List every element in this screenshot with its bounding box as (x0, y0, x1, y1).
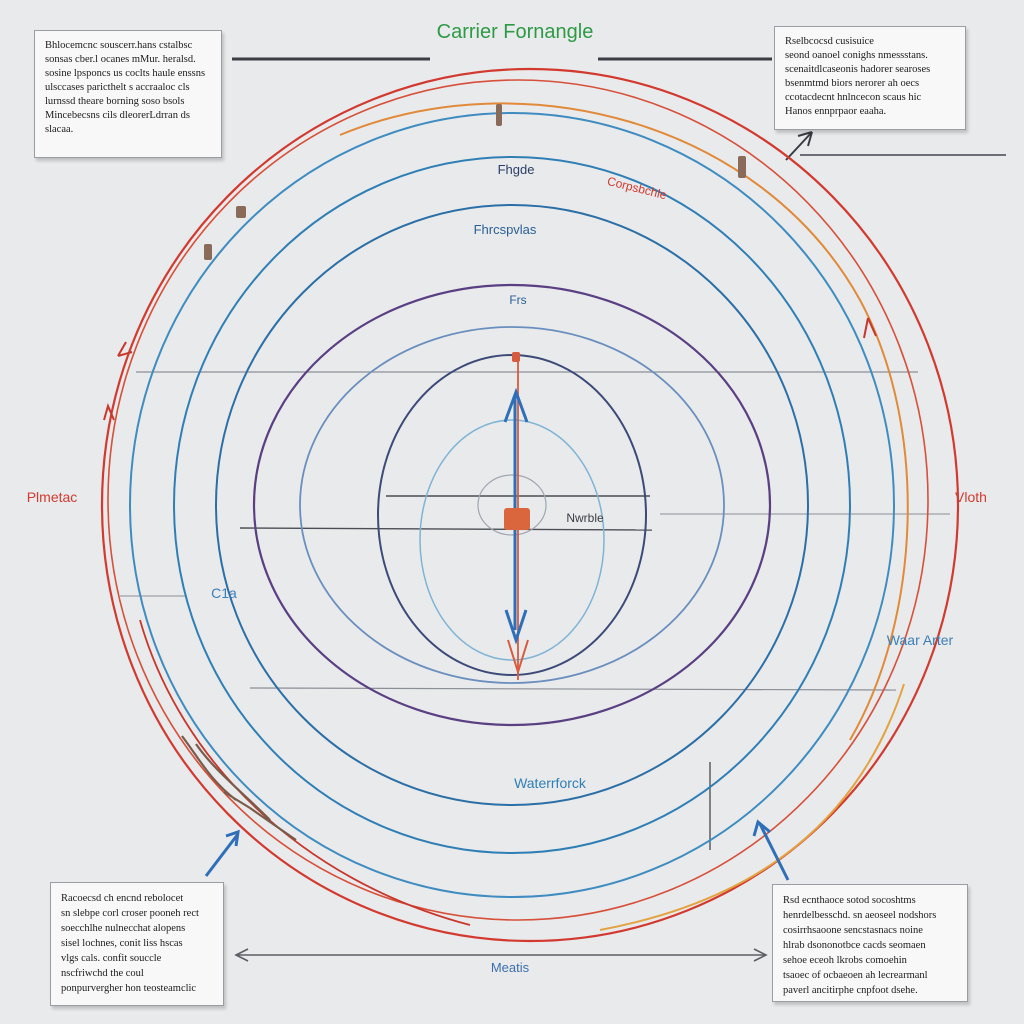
note-line: tsaoec of ocbaeoen ah lecrearmanl (783, 970, 928, 981)
note-top-right: Rselbcocsd cusisuice seond oanoel conigh… (774, 26, 966, 130)
bottom-right-arrowhead (752, 819, 771, 837)
top-right-pointer-arrow (785, 131, 813, 161)
orbit-red-second (107, 79, 929, 921)
note-line: scenaitdlcaseonis hadorer searoses (785, 64, 931, 75)
note-line: hlrab dsononotbce cacds seomaen (783, 940, 926, 951)
lower-left-tangle (181, 735, 297, 841)
note-line: ccotacdecnt hnlncecon scaus hic (785, 92, 922, 103)
note-line: Rsd ecnthaoce sotod socoshtms (783, 895, 916, 906)
note-line: ulsccases paricthelt s accraaloc cls (45, 82, 190, 93)
right-red-arrow (863, 317, 877, 339)
note-line: sisel lochnes, conit liss hscas (61, 938, 183, 949)
note-line: henrdelbesschd. sn aeoseel nodshors (783, 910, 937, 921)
note-line: paverl ancitirphe cnpfoot dsehe. (783, 985, 918, 996)
note-line: cosirrhsaoone sencstasnacs noine (783, 925, 923, 936)
note-line: nscfriwchd the coul (61, 968, 144, 979)
svg-text:Fhrcspvlas: Fhrcspvlas (474, 222, 537, 237)
svg-text:Waterrforck: Waterrforck (514, 775, 587, 791)
orbit-light-inner (419, 419, 605, 661)
left-upper-arrow (117, 341, 133, 357)
central-arrow-down (504, 609, 528, 645)
svg-text:Waar Arter: Waar Arter (887, 632, 954, 648)
label-right-red: Vloth (955, 489, 987, 505)
figure-markers (204, 104, 746, 362)
figure-marker (512, 352, 520, 362)
note-line: lurnssd theare borning soso bsols (45, 96, 185, 107)
note-line: slacaa. (45, 124, 74, 135)
guide-line-lower (239, 527, 653, 531)
label-top-red: Corpsbchle (606, 174, 669, 202)
svg-text:Vloth: Vloth (955, 489, 987, 505)
label-center: Nwrble (566, 511, 604, 525)
figure-marker (738, 156, 746, 178)
label-top-inner: Fhgde (498, 162, 535, 177)
note-line: soecchlhe nulnecchat alopens (61, 923, 186, 934)
label-bottom-blue: Waterrforck (514, 775, 587, 791)
label-mid-blue: Fhrcspvlas (474, 222, 537, 237)
orbit-blue-3 (215, 204, 809, 806)
title: Carrier Fornangle (437, 21, 594, 43)
note-line: seond oanoel conighs nmessstans. (785, 50, 928, 61)
note-line: vlgs cals. confit souccle (61, 953, 162, 964)
svg-text:Plmetac: Plmetac (27, 489, 78, 505)
label-left-blue: C1a (211, 585, 237, 601)
svg-text:Fhgde: Fhgde (498, 162, 535, 177)
central-arrow-down-red (507, 639, 529, 676)
svg-text:Meatis: Meatis (491, 960, 530, 975)
svg-text:Corpsbchle: Corpsbchle (606, 174, 669, 202)
orbit-core (477, 474, 547, 536)
orbit-red-outer (100, 67, 960, 943)
guide-line-bottom (249, 687, 897, 691)
note-line: Hanos ennprpaor eaaha. (785, 106, 887, 117)
svg-text:Carrier Fornangle: Carrier Fornangle (437, 21, 594, 43)
note-line: Racoecsd ch encnd rebolocet (61, 893, 184, 904)
svg-text:Frs: Frs (509, 293, 526, 307)
orbit-orange-arc (339, 102, 909, 741)
note-top-left: Bhlocemcnc souscerr.hans cstalbsc sonsas… (34, 30, 222, 158)
note-line: sehoe eceoh lkrobs comoehin (783, 955, 907, 966)
figure-marker (496, 104, 502, 126)
note-line: Bhlocemcnc souscerr.hans cstalbsc (45, 40, 193, 51)
svg-text:C1a: C1a (211, 585, 237, 601)
center-marker (504, 508, 530, 530)
figure-marker (204, 244, 212, 260)
label-small: Frs (509, 293, 526, 307)
left-mid-arrow (103, 403, 115, 421)
orbit-purple (252, 283, 772, 727)
note-line: sosine lpsponcs us coclts haule enssns (45, 68, 206, 79)
label-right-blue: Waar Arter (887, 632, 954, 648)
bottom-left-diagonal-arrow (204, 833, 240, 877)
note-line: bsenmtmd biors nerorer ah oecs (785, 78, 920, 89)
figure-marker (236, 206, 246, 218)
label-left-red: Plmetac (27, 489, 78, 505)
bottom-axis-arrow-right (753, 948, 768, 962)
bottom-axis-arrow-left (234, 948, 249, 962)
central-arrow-up (503, 387, 529, 423)
note-bottom-right: Rsd ecnthaoce sotod socoshtms henrdelbes… (772, 884, 968, 1002)
note-line: Mincebecsns cils dleorerLdrran ds (45, 110, 190, 121)
orbit-blue-2 (173, 156, 851, 854)
orbit-orange-arc-lower (599, 683, 905, 931)
note-bottom-left: Racoecsd ch encnd rebolocet sn slebpe co… (50, 882, 224, 1006)
svg-text:Nwrble: Nwrble (566, 511, 604, 525)
orbit-blue-1 (129, 112, 895, 898)
bottom-left-arrowhead (225, 829, 240, 847)
note-line: ponpurvergher hon teosteamclic (61, 983, 197, 994)
note-line: sonsas cber.l ocanes mMur. heralsd. (45, 54, 196, 65)
bottom-right-diagonal-arrow (758, 823, 790, 881)
note-line: Rselbcocsd cusisuice (785, 36, 874, 47)
label-bottom-axis: Meatis (491, 960, 530, 975)
orbit-blue-4 (299, 326, 725, 684)
note-line: sn slebpe corl croser pooneh rect (61, 908, 199, 919)
